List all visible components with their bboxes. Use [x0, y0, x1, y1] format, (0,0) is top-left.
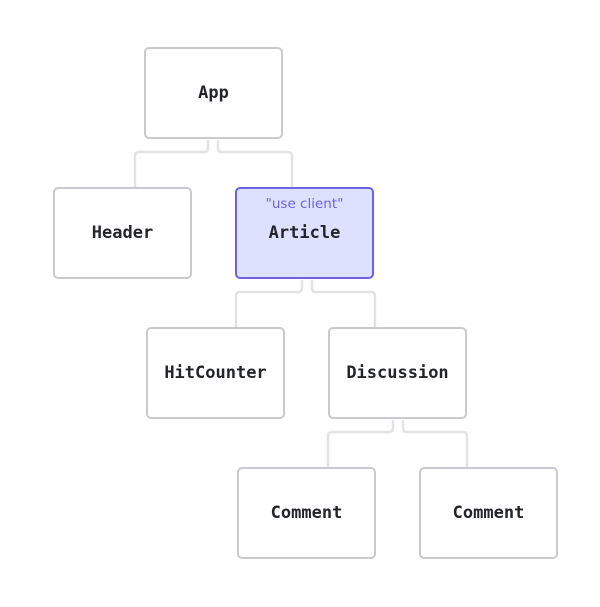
node-comment-2: Comment: [419, 467, 558, 559]
edge-article-discussion: [310, 279, 377, 328]
node-article: "use client" Article: [235, 187, 374, 279]
edge-discussion-comment-2: [401, 419, 469, 468]
node-discussion: Discussion: [328, 327, 467, 419]
node-hitcounter: HitCounter: [146, 327, 285, 419]
node-comment-1: Comment: [237, 467, 376, 559]
node-label: App: [198, 83, 229, 103]
edge-app-header: [133, 139, 210, 188]
node-label: Comment: [452, 503, 525, 523]
node-label: Header: [91, 223, 154, 243]
edge-article-hitcounter: [234, 279, 304, 328]
node-label: Discussion: [346, 363, 449, 383]
node-label: HitCounter: [164, 363, 267, 383]
edge-discussion-comment-1: [326, 419, 395, 468]
edge-app-article: [216, 139, 294, 188]
use-client-annotation: "use client": [265, 196, 344, 212]
node-label: Article: [268, 223, 341, 243]
node-label: Comment: [270, 503, 343, 523]
node-app: App: [144, 47, 283, 139]
node-header: Header: [53, 187, 192, 279]
